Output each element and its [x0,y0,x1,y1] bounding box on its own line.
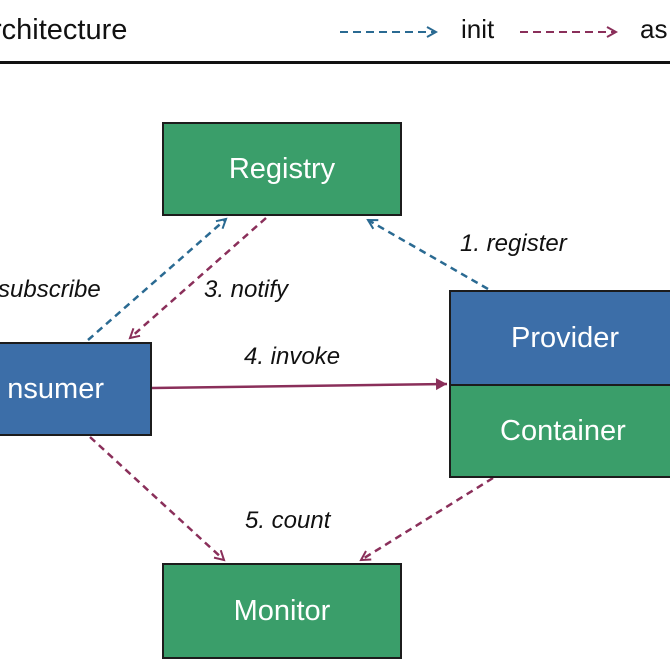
header-divider [0,61,670,64]
diagram-title: rchitecture [0,14,128,46]
edge-invoke [151,378,448,391]
container-label: Container [500,414,626,447]
edge-subscribe [87,219,226,341]
subscribe-label: subscribe [0,276,101,303]
legend-init-label: init [461,14,495,44]
registry-node: Registry [162,122,402,216]
invoke-label: 4. invoke [244,343,341,370]
diagram-header: rchitecture init as [0,0,670,66]
register-label: 1. register [460,230,567,257]
count-label: 5. count [245,507,331,534]
container-node: Container [449,384,670,478]
consumer-label: nsumer [7,372,104,405]
edge-count-consumer [89,436,224,560]
edge-notify [130,217,267,338]
edge-count-container [361,476,494,560]
monitor-label: Monitor [233,594,331,627]
monitor-node: Monitor [162,563,402,659]
notify-label: 3. notify [204,276,289,303]
provider-node: Provider [449,290,670,386]
provider-label: Provider [511,321,619,354]
legend-async-label: as [640,14,668,44]
consumer-node: nsumer [0,342,152,436]
registry-label: Registry [228,152,336,185]
